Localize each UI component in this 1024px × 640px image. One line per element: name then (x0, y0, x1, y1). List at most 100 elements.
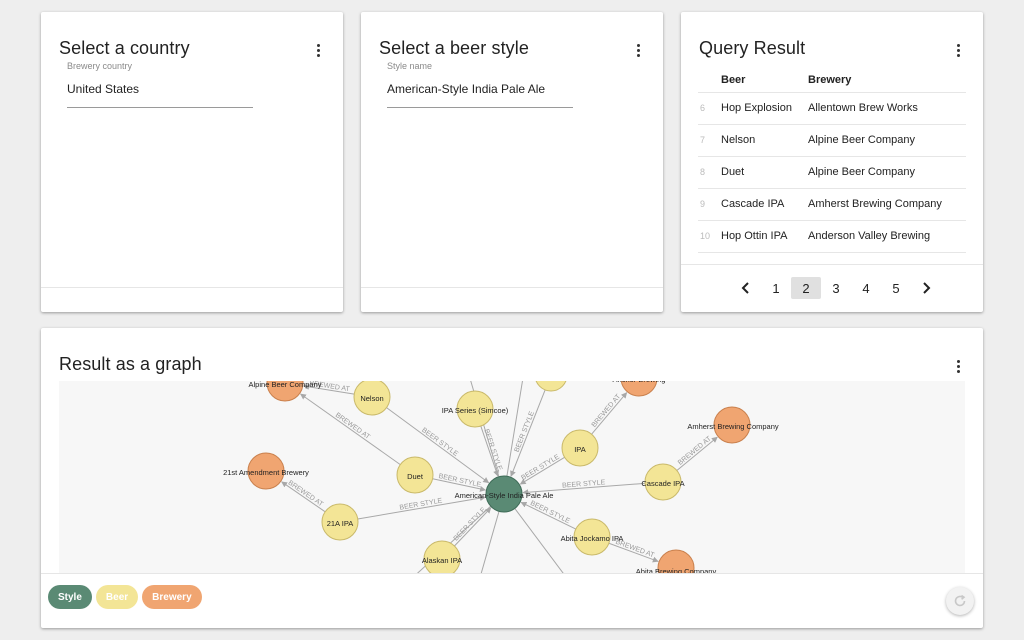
next-page-button[interactable] (911, 277, 941, 299)
row-index: 10 (698, 220, 721, 253)
graph-node-duet[interactable] (396, 456, 434, 494)
refresh-button[interactable] (946, 587, 974, 615)
brewed-at-edge (300, 393, 401, 466)
edge-label: BEER STYLE (520, 453, 561, 482)
graph-node-style[interactable] (485, 475, 523, 513)
beer-style-edge (520, 501, 577, 530)
graph-card-title: Result as a graph (59, 354, 202, 374)
node-label: Alaskan IPA (422, 556, 462, 565)
index-column-header (698, 68, 721, 93)
legend-brewery-pill[interactable]: Brewery (142, 585, 202, 609)
country-card-menu-icon[interactable] (317, 44, 321, 58)
page-3-button[interactable]: 3 (832, 280, 840, 296)
style-name-underline (387, 107, 573, 108)
result-table-header: Beer Brewery (698, 68, 966, 93)
style-card-title: Select a beer style (379, 38, 529, 58)
beer-cell: Cascade IPA (721, 188, 808, 221)
page-4-button[interactable]: 4 (862, 280, 870, 296)
graph-node-topbeer[interactable] (535, 381, 567, 392)
edge-label: BEER STYLE (399, 497, 443, 511)
node-label: Alpine Beer Company (249, 381, 322, 389)
beer-style-edge (432, 478, 487, 492)
brewed-at-edge (676, 436, 718, 471)
style-name-input[interactable] (387, 82, 573, 96)
graph-node-amherst[interactable] (713, 406, 751, 444)
edge-label: BEER STYLE (529, 500, 571, 525)
graph-node-ipa[interactable] (561, 429, 599, 467)
node-label: Abita Brewing Company (636, 567, 717, 573)
offscreen-edge (416, 493, 505, 573)
graph-node-cascade[interactable] (644, 463, 682, 501)
node-label: 21A IPA (327, 519, 354, 528)
result-card-menu-icon[interactable] (957, 44, 961, 58)
brewery-country-label: Brewery country (67, 61, 133, 71)
style-card-footer (361, 287, 663, 288)
graph-node-ipaseries[interactable] (456, 390, 494, 428)
row-index: 9 (698, 188, 721, 221)
brewed-at-edge (281, 481, 326, 513)
result-card: Query Result Beer Brewery 6 Hop Explosio… (681, 12, 983, 312)
graph-node-nelson[interactable] (353, 381, 391, 416)
row-index: 8 (698, 156, 721, 189)
graph-card-menu-icon[interactable] (957, 360, 961, 374)
edge-label: BEER STYLE (562, 479, 606, 489)
node-label: American-Style India Pale Ale (455, 491, 554, 500)
graph-node-alpine[interactable] (266, 381, 304, 402)
table-row[interactable]: 10 Hop Ottin IPA Anderson Valley Brewing (698, 220, 966, 253)
graph-node-alaskan[interactable] (423, 540, 461, 573)
legend-beer-pill[interactable]: Beer (95, 585, 139, 609)
table-row[interactable]: 7 Nelson Alpine Beer Company (698, 124, 966, 157)
node-label: Amherst Brewing Company (687, 422, 779, 431)
brewed-at-edge (608, 542, 659, 563)
table-row[interactable]: 6 Hop Explosion Allentown Brew Works (698, 92, 966, 125)
graph-node-abita[interactable] (573, 518, 611, 556)
node-label: Abita Jockamo IPA (561, 534, 624, 543)
row-index: 7 (698, 124, 721, 157)
node-label: IPA (574, 445, 586, 454)
page-1-button[interactable]: 1 (772, 280, 780, 296)
brewery-column-header: Brewery (808, 68, 966, 93)
legend-style-pill[interactable]: Style (48, 585, 92, 609)
graph-card-footer (41, 573, 983, 574)
node-label: Duet (407, 472, 424, 481)
beer-cell: Nelson (721, 124, 808, 157)
node-label: IPA Series (Simcoe) (442, 406, 509, 415)
brewery-country-input[interactable] (67, 82, 253, 96)
brewed-at-edge (303, 383, 355, 395)
style-card-menu-icon[interactable] (637, 44, 641, 58)
node-label: 21st Amendment Brewery (223, 468, 309, 477)
refresh-icon (954, 594, 966, 607)
brewery-cell: Anderson Valley Brewing (808, 220, 966, 253)
page-2-button[interactable]: 2 (791, 277, 821, 299)
beer-style-edge (522, 482, 646, 496)
style-card: Select a beer style Style name (361, 12, 663, 312)
graph-node-amendment[interactable] (247, 452, 285, 490)
prev-page-button[interactable] (731, 277, 761, 299)
graph-legend: Style Beer Brewery (48, 585, 202, 609)
pagination: 1 2 3 4 5 (731, 277, 941, 299)
edge-label: BEER STYLE (482, 428, 503, 471)
row-index: 6 (698, 92, 721, 125)
brewery-cell: Amherst Brewing Company (808, 188, 966, 221)
graph-node-topbrewery[interactable] (620, 381, 658, 397)
country-card: Select a country Brewery country (41, 12, 343, 312)
node-label: Nelson (360, 394, 383, 403)
graph-node-21aipa[interactable] (321, 503, 359, 541)
node-label: Cascade IPA (641, 479, 684, 488)
graph-node-abitaco[interactable] (657, 549, 695, 573)
beer-style-edge (480, 425, 499, 477)
brewery-country-underline (67, 107, 253, 108)
beer-style-edge (357, 495, 486, 520)
table-row[interactable]: 9 Cascade IPA Amherst Brewing Company (698, 188, 966, 221)
table-row[interactable]: 8 Duet Alpine Beer Company (698, 156, 966, 189)
page-5-button[interactable]: 5 (892, 280, 900, 296)
brewery-cell: Alpine Beer Company (808, 156, 966, 189)
beer-style-edge (510, 389, 546, 477)
style-name-label: Style name (387, 61, 433, 71)
offscreen-edge (503, 381, 523, 495)
beer-column-header: Beer (721, 68, 808, 93)
country-card-footer (41, 287, 343, 288)
